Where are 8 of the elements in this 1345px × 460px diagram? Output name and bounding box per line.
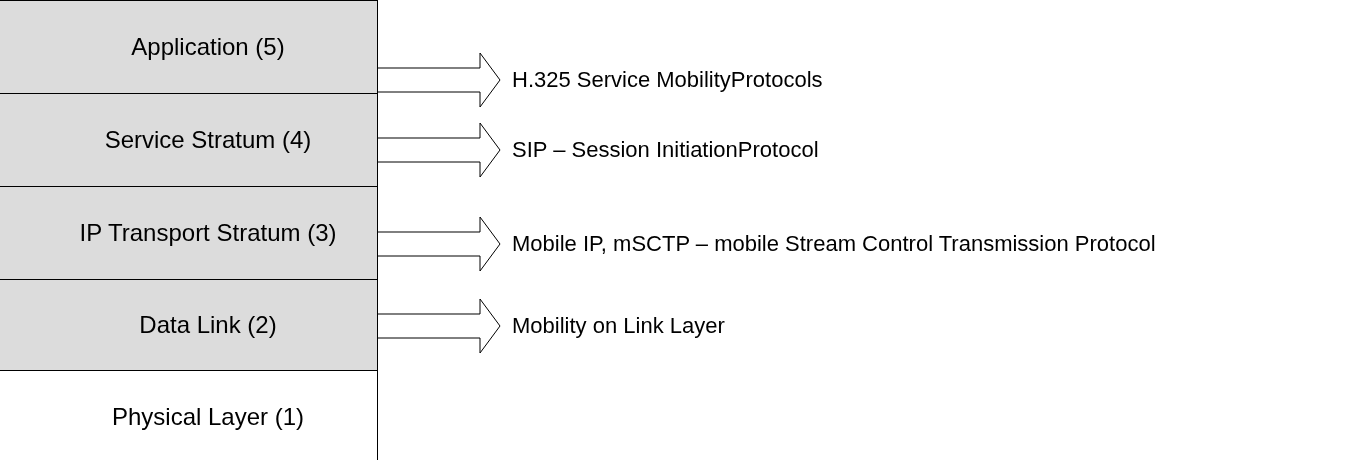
layer-box: IP Transport Stratum (3) [0,186,378,280]
layer-box: Service Stratum (4) [0,93,378,187]
protocol-label: H.325 Service MobilityProtocols [500,60,860,100]
protocol-label: SIP – Session InitiationProtocol [500,130,860,170]
protocol-label: Mobility on Link Layer [500,306,860,346]
layer-box: Application (5) [0,0,378,94]
protocol-label: Mobile IP, mSCTP – mobile Stream Control Transmission Protocol [500,212,1190,276]
layer-box: Data Link (2) [0,279,378,371]
